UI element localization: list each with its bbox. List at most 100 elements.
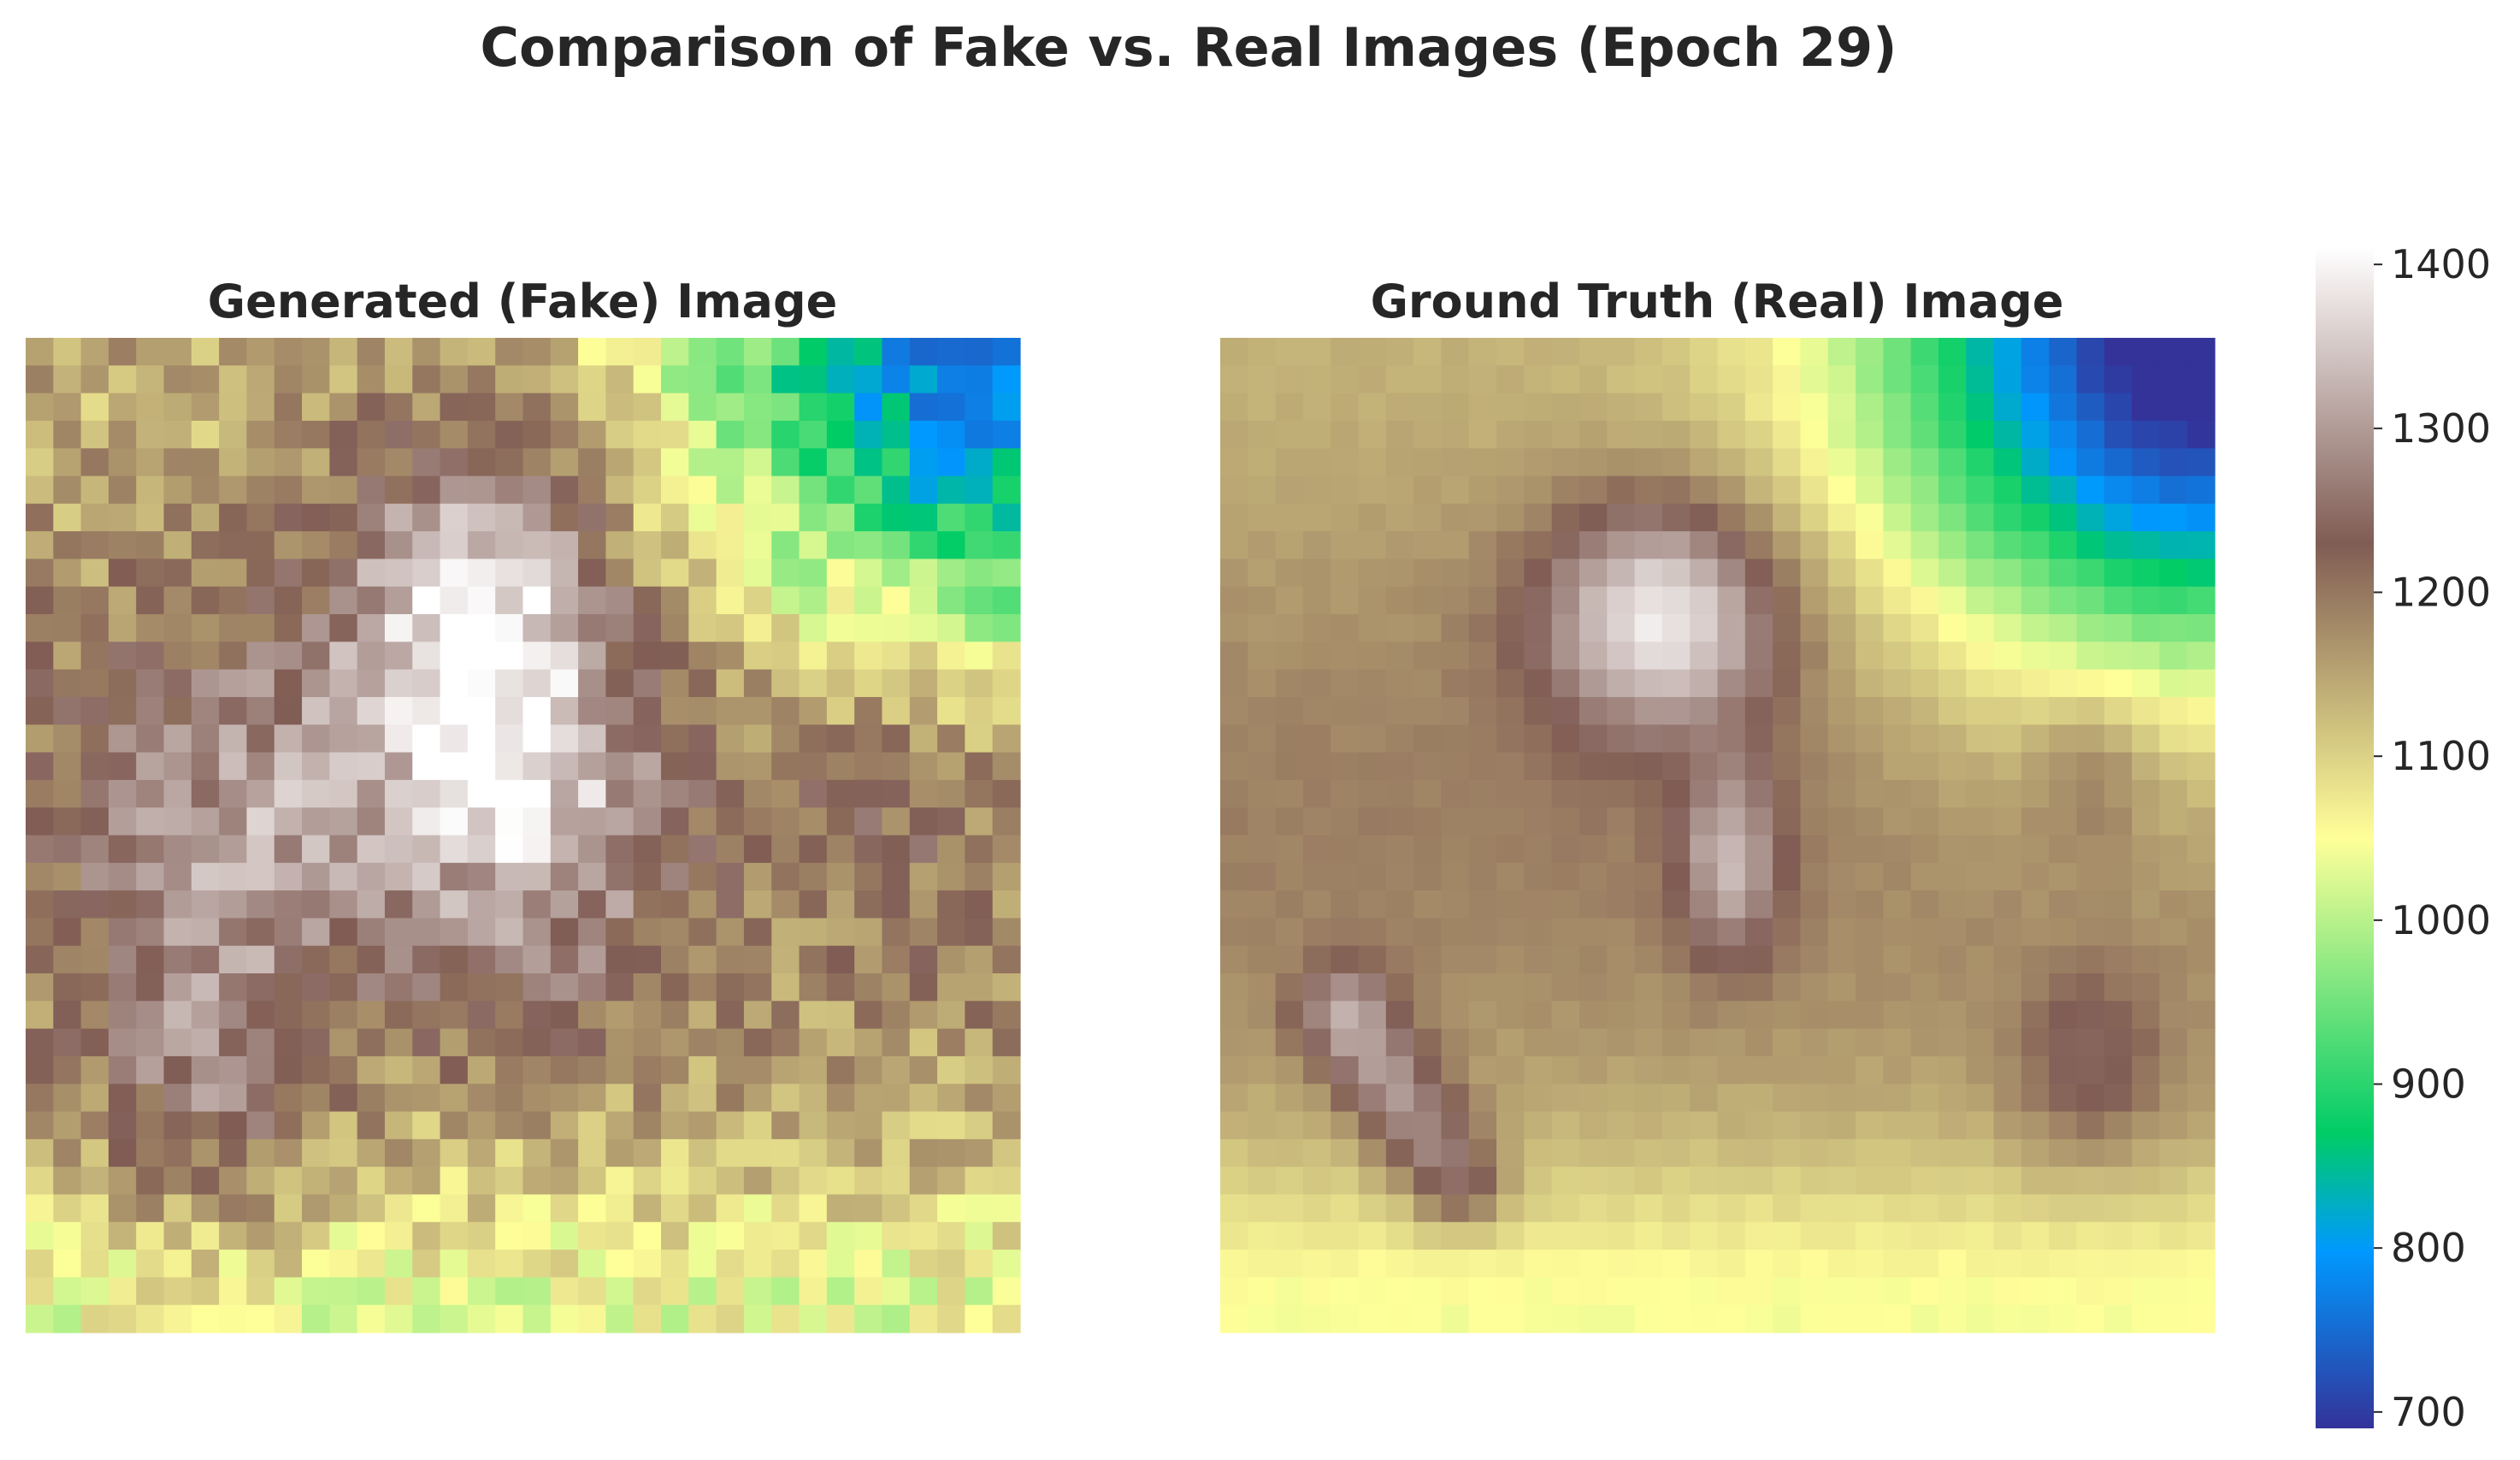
- heatmap-cell: [1966, 835, 1995, 864]
- heatmap-cell: [136, 835, 165, 864]
- heatmap-cell: [633, 1221, 662, 1250]
- heatmap-cell: [661, 973, 689, 1002]
- heatmap-cell: [80, 393, 109, 422]
- heatmap-cell: [1827, 1250, 1856, 1278]
- heatmap-cell: [1607, 1277, 1636, 1306]
- heatmap-cell: [412, 503, 441, 532]
- heatmap-cell: [2187, 1111, 2216, 1140]
- heatmap-cell: [2049, 1084, 2078, 1113]
- heatmap-cell: [1910, 503, 1939, 532]
- heatmap-cell: [191, 448, 220, 477]
- heatmap-cell: [26, 586, 54, 615]
- heatmap-cell: [302, 1250, 330, 1278]
- heatmap-cell: [108, 669, 137, 698]
- heatmap-cell: [1910, 1250, 1939, 1278]
- heatmap-cell: [2104, 973, 2133, 1002]
- heatmap-cell: [108, 1277, 137, 1306]
- heatmap-cell: [26, 338, 54, 366]
- heatmap-cell: [1358, 1277, 1387, 1306]
- heatmap-cell: [1248, 1194, 1277, 1223]
- heatmap-cell: [1910, 365, 1939, 394]
- heatmap-cell: [1468, 973, 1497, 1002]
- heatmap-cell: [1744, 476, 1773, 505]
- heatmap-cell: [329, 1167, 358, 1196]
- heatmap-cell: [661, 1055, 689, 1085]
- heatmap-cell: [799, 1028, 828, 1057]
- heatmap-cell: [246, 1221, 275, 1250]
- heatmap-cell: [1441, 1167, 1470, 1196]
- heatmap-cell: [163, 1221, 192, 1250]
- heatmap-cell: [1275, 752, 1304, 781]
- heatmap-cell: [412, 1277, 441, 1306]
- heatmap-cell: [1331, 669, 1360, 698]
- heatmap-cell: [799, 973, 828, 1002]
- heatmap-cell: [1827, 476, 1856, 505]
- heatmap-cell: [550, 779, 579, 808]
- heatmap-cell: [163, 338, 192, 366]
- heatmap-cell: [688, 1221, 717, 1250]
- heatmap-cell: [909, 1001, 938, 1030]
- heatmap-cell: [1966, 1138, 1995, 1167]
- heatmap-cell: [1690, 752, 1719, 781]
- heatmap-cell: [1220, 724, 1248, 754]
- heatmap-cell: [1468, 1111, 1497, 1140]
- heatmap-cell: [2104, 420, 2133, 449]
- heatmap-cell: [246, 696, 275, 725]
- heatmap-cell: [412, 1250, 441, 1278]
- heatmap-cell: [440, 973, 469, 1002]
- heatmap-cell: [1773, 918, 1802, 947]
- heatmap-cell: [1993, 1055, 2022, 1085]
- heatmap-cell: [578, 365, 607, 394]
- heatmap-cell: [1220, 420, 1248, 449]
- heatmap-cell: [992, 890, 1021, 919]
- heatmap-cell: [1910, 752, 1939, 781]
- heatmap-cell: [2021, 945, 2050, 974]
- heatmap-cell: [743, 1221, 772, 1250]
- heatmap-cell: [605, 945, 634, 974]
- heatmap-cell: [661, 1138, 689, 1167]
- heatmap-cell: [1275, 448, 1304, 477]
- heatmap-cell: [495, 393, 524, 422]
- heatmap-cell: [53, 1167, 82, 1196]
- heatmap-cell: [274, 641, 303, 671]
- heatmap-cell: [1607, 641, 1636, 671]
- heatmap-cell: [1607, 420, 1636, 449]
- heatmap-cell: [578, 531, 607, 560]
- heatmap-cell: [1385, 835, 1414, 864]
- heatmap-cell: [1661, 365, 1691, 394]
- heatmap-cell: [1220, 365, 1248, 394]
- heatmap-cell: [53, 918, 82, 947]
- heatmap-cell: [1607, 338, 1636, 366]
- heatmap-cell: [826, 559, 855, 588]
- heatmap-cell: [1413, 945, 1443, 974]
- heatmap-cell: [191, 586, 220, 615]
- heatmap-cell: [1800, 669, 1829, 698]
- heatmap-cell: [1220, 1277, 1248, 1306]
- heatmap-cell: [1634, 586, 1663, 615]
- heatmap-cell: [1634, 503, 1663, 532]
- heatmap-cell: [1690, 338, 1719, 366]
- heatmap-cell: [716, 586, 745, 615]
- heatmap-cell: [1441, 1277, 1470, 1306]
- heatmap-cell: [937, 393, 965, 422]
- heatmap-cell: [302, 365, 330, 394]
- heatmap-cell: [467, 724, 496, 754]
- heatmap-cell: [80, 476, 109, 505]
- heatmap-cell: [2021, 641, 2050, 671]
- heatmap-cell: [357, 752, 386, 781]
- heatmap-cell: [2076, 1221, 2105, 1250]
- heatmap-cell: [108, 614, 137, 642]
- heatmap-cell: [108, 1055, 137, 1085]
- heatmap-cell: [605, 669, 634, 698]
- heatmap-cell: [1634, 1221, 1663, 1250]
- heatmap-cell: [799, 1194, 828, 1223]
- heatmap-cell: [384, 365, 413, 394]
- heatmap-cell: [53, 945, 82, 974]
- colorbar-tick-label: 900: [2391, 1061, 2466, 1108]
- heatmap-cell: [1966, 338, 1995, 366]
- heatmap-cell: [1856, 1028, 1884, 1057]
- heatmap-cell: [1634, 1028, 1663, 1057]
- heatmap-cell: [467, 973, 496, 1002]
- heatmap-cell: [440, 724, 469, 754]
- heatmap-cell: [799, 752, 828, 781]
